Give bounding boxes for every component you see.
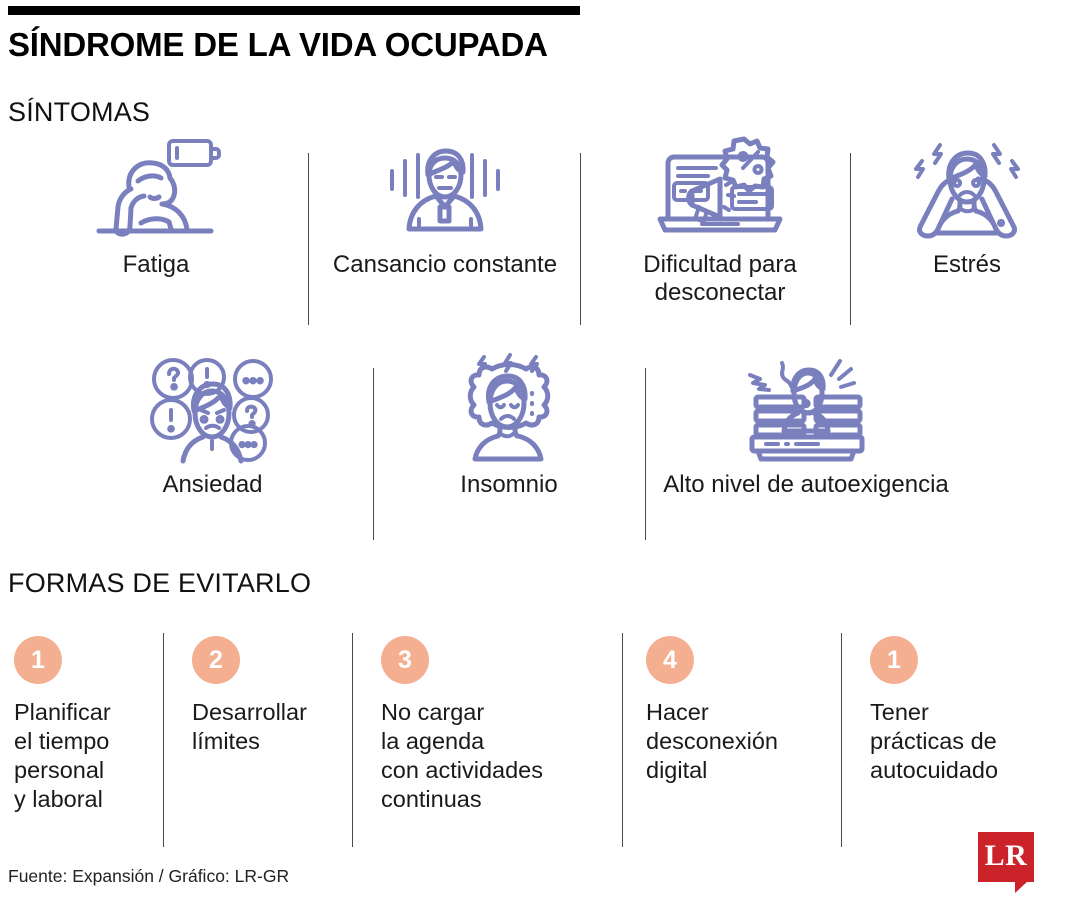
person-vibration-lines-icon xyxy=(320,135,570,245)
tip-text: Hacer desconexión digital xyxy=(646,699,778,784)
source-credit: Fuente: Expansión / Gráfico: LR-GR xyxy=(8,866,290,886)
symptom-dificultad-desconectar: Dificultad para desconectar xyxy=(592,135,848,308)
tip-text: Tener prácticas de autocuidado xyxy=(870,699,999,784)
symptom-label: Dificultad para desconectar xyxy=(643,251,797,307)
divider-row1-3 xyxy=(850,153,851,325)
symptom-label: Insomnio xyxy=(460,471,558,498)
divider-tips-1 xyxy=(163,633,164,847)
section-title-symptoms: SÍNTOMAS xyxy=(8,97,151,127)
lr-logo: LR xyxy=(978,832,1034,893)
top-rule xyxy=(8,6,580,15)
sad-face-pillow-lightning-icon xyxy=(385,353,633,465)
tip-text: Planificar el tiempo personal y laboral xyxy=(14,699,111,813)
tip-badge: 3 xyxy=(381,636,429,684)
symptom-autoexigencia: Alto nivel de autoexigencia xyxy=(660,355,952,499)
symptom-label: Ansiedad xyxy=(162,471,263,498)
logo-bubble-shape xyxy=(978,832,1034,882)
laptop-megaphone-notifications-icon xyxy=(592,135,848,245)
divider-tips-2 xyxy=(352,633,353,847)
tip-badge: 1 xyxy=(870,636,918,684)
symptom-label: Estrés xyxy=(932,251,1001,278)
tip-text: Desarrollar límites xyxy=(192,699,307,755)
divider-row1-2 xyxy=(580,153,581,325)
tip-badge: 4 xyxy=(646,636,694,684)
page-title: SÍNDROME DE LA VIDA OCUPADA xyxy=(8,26,548,63)
section-title-tips: FORMAS DE EVITARLO xyxy=(8,568,312,598)
symptom-estres: Estrés xyxy=(862,135,1072,279)
tip-4: 4 Hacer desconexión digital xyxy=(646,636,834,785)
divider-row1-1 xyxy=(308,153,309,325)
head-in-hands-lightning-icon xyxy=(862,135,1072,245)
tired-person-desk-battery-icon xyxy=(20,135,292,245)
tip-text: No cargar la agenda con actividades cont… xyxy=(381,699,543,813)
person-buried-paper-stacks-icon xyxy=(660,355,952,465)
symptom-cansancio-constante: Cansancio constante xyxy=(320,135,570,279)
tip-badge: 1 xyxy=(14,636,62,684)
tip-5: 1 Tener prácticas de autocuidado xyxy=(870,636,1070,785)
symptom-label: Fatiga xyxy=(122,251,190,278)
tip-1: 1 Planificar el tiempo personal y labora… xyxy=(14,636,156,815)
tip-2: 2 Desarrollar límites xyxy=(192,636,344,756)
symptom-insomnio: Insomnio xyxy=(385,353,633,499)
divider-tips-3 xyxy=(622,633,623,847)
face-speech-bubbles-question-icon xyxy=(90,355,335,465)
symptom-ansiedad: Ansiedad xyxy=(90,355,335,499)
divider-row2-1 xyxy=(373,368,374,540)
logo-bubble-tail xyxy=(1015,881,1028,893)
tip-3: 3 No cargar la agenda con actividades co… xyxy=(381,636,613,815)
symptom-fatiga: Fatiga xyxy=(20,135,292,279)
divider-tips-4 xyxy=(841,633,842,847)
tip-badge: 2 xyxy=(192,636,240,684)
symptom-label: Cansancio constante xyxy=(332,251,558,278)
logo-text: LR xyxy=(984,839,1028,872)
divider-row2-2 xyxy=(645,368,646,540)
symptom-label: Alto nivel de autoexigencia xyxy=(663,471,949,498)
